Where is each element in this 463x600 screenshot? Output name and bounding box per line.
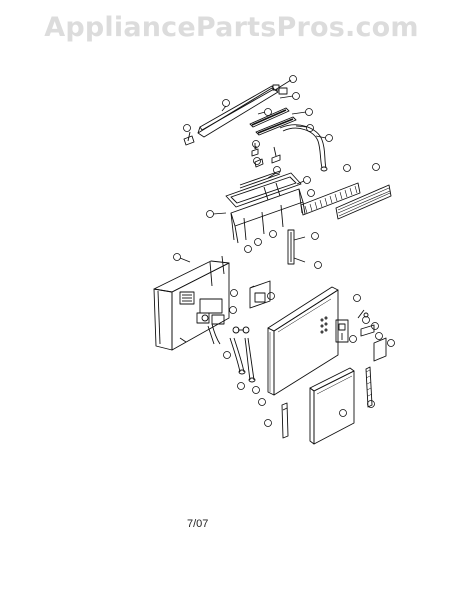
rear-cabinet-panel-part xyxy=(267,286,339,396)
callout-markers xyxy=(173,75,395,427)
watermark-logo: AppliancePartsPros.com xyxy=(44,12,419,43)
front-grille-part xyxy=(300,182,361,216)
capacitor-bracket-part xyxy=(249,280,271,309)
thermostat-part xyxy=(335,319,349,343)
top-frame-part xyxy=(225,170,306,244)
top-rail-part xyxy=(197,85,279,138)
side-panel-part xyxy=(153,255,230,351)
drain-tube-part xyxy=(279,124,328,172)
seal-strips-part xyxy=(249,107,297,136)
control-box-part xyxy=(196,298,225,345)
revision-date: 7/07 xyxy=(187,518,209,530)
support-rail-part xyxy=(365,366,373,408)
front-louver-panel-part xyxy=(335,184,392,220)
bolt-part xyxy=(183,131,195,146)
wire-harness-part xyxy=(229,326,256,383)
access-cover-part xyxy=(309,367,355,445)
bottom-bracket-part xyxy=(281,402,289,439)
clips-part xyxy=(251,143,281,168)
side-bracket-part xyxy=(287,229,306,265)
switch-part xyxy=(357,309,387,362)
